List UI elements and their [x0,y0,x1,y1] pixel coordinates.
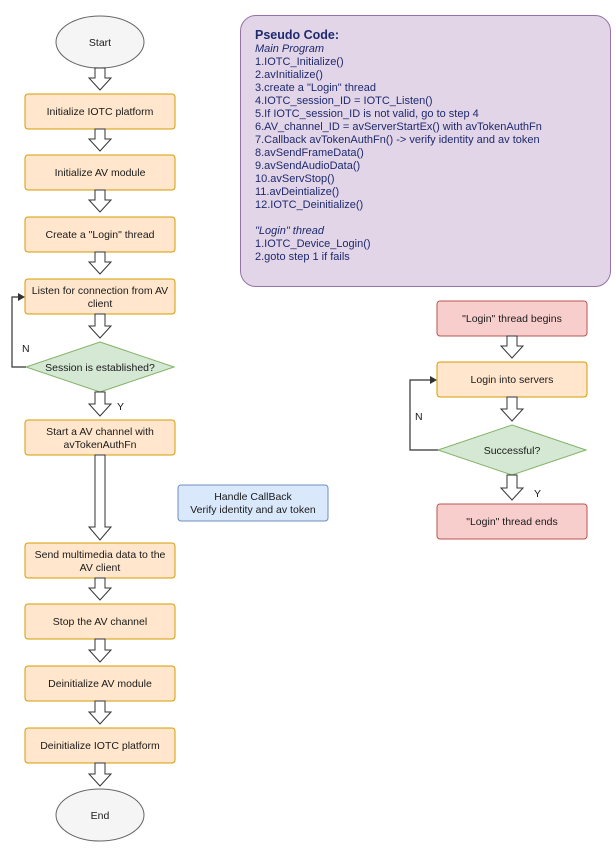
login-yes-label: Y [534,488,541,500]
end-label: End [91,810,110,822]
pseudo-line: 10.avServStop() [255,173,335,185]
flow-arrow [87,762,113,787]
pseudo-code-title: Pseudo Code: [255,28,340,42]
init-iotc-label: Initialize IOTC platform [47,106,154,118]
pseudo-line: 1.IOTC_Initialize() [255,56,344,68]
init-av-label: Initialize AV module [55,167,146,179]
pseudo-line: 9.avSendAudioData() [255,160,361,172]
pseudo-line: 2.avInitialize() [255,69,323,81]
listen-label-line1: Listen for connection from AV [32,285,168,297]
deinit-av-label: Deinitialize AV module [48,678,152,690]
end-terminal [55,788,145,842]
session-no-label: N [22,343,30,355]
login-no-loop-connector [409,379,438,451]
long-flow-arrow [87,454,113,541]
no-loop-arrowhead [18,293,25,301]
flow-arrow [87,313,113,339]
create-login-thread-label: Create a "Login" thread [45,229,154,241]
login-no-label: N [415,411,423,423]
successful-decision-label: Successful? [484,445,541,457]
login-servers-label: Login into servers [471,374,554,386]
listen-label-line2: client [88,298,113,310]
session-yes-label: Y [117,401,124,413]
pseudo-line: 12.IOTC_Deinitialize() [255,199,364,211]
pseudo-line: 6.AV_channel_ID = avServerStartEx() with… [255,121,542,133]
send-multimedia-line1: Send multimedia data to the [35,549,166,561]
flow-arrow [87,251,113,275]
handle-callback-line1: Handle CallBack [214,491,292,503]
pseudo-line: 4.IOTC_session_ID = IOTC_Listen() [255,95,433,107]
login-no-loop-arrowhead [430,376,437,384]
stop-av-channel-label: Stop the AV channel [53,616,147,628]
session-decision-label: Session is established? [45,362,155,374]
no-loop-connector [11,296,26,368]
login-thread-heading: "Login" thread [255,225,324,237]
pseudo-line: 2.goto step 1 if fails [255,251,350,263]
pseudo-code-panel: Pseudo Code: Main Program 1.IOTC_Initial… [240,15,611,287]
start-av-channel-line2: avTokenAuthFn [64,439,137,451]
pseudo-line: 8.avSendFrameData() [255,147,364,159]
pseudo-line: 5.If IOTC_session_ID is not valid, go to… [255,108,479,120]
pseudo-line: 1.IOTC_Device_Login() [255,238,371,250]
flow-arrow [87,67,113,91]
start-label: Start [89,37,111,49]
handle-callback-line2: Verify identity and av token [190,504,316,516]
flow-arrow [87,577,113,601]
pseudo-line: 11.avDeintialize() [255,186,340,198]
flow-arrow [87,638,113,663]
pseudo-spacer [255,212,596,225]
flow-arrow [87,128,113,152]
pseudo-line: 7.Callback avTokenAuthFn() -> verify ide… [255,134,540,146]
flow-arrow [87,189,113,213]
pseudo-line: 3.create a "Login" thread [255,82,376,94]
login-ends-terminal [436,503,588,540]
flow-arrow [499,396,525,422]
flow-arrow [87,391,113,417]
deinit-iotc-label: Deinitialize IOTC platform [40,740,160,752]
start-av-channel-line1: Start a AV channel with [46,426,154,438]
send-multimedia-line2: AV client [80,562,121,574]
flow-arrow [499,335,525,359]
login-begins-label: "Login" thread begins [462,313,562,325]
main-program-heading: Main Program [255,43,325,55]
handle-callback-box [177,484,329,522]
login-ends-label: "Login" thread ends [466,516,558,528]
flow-arrow [87,700,113,725]
flow-arrow [499,474,525,501]
